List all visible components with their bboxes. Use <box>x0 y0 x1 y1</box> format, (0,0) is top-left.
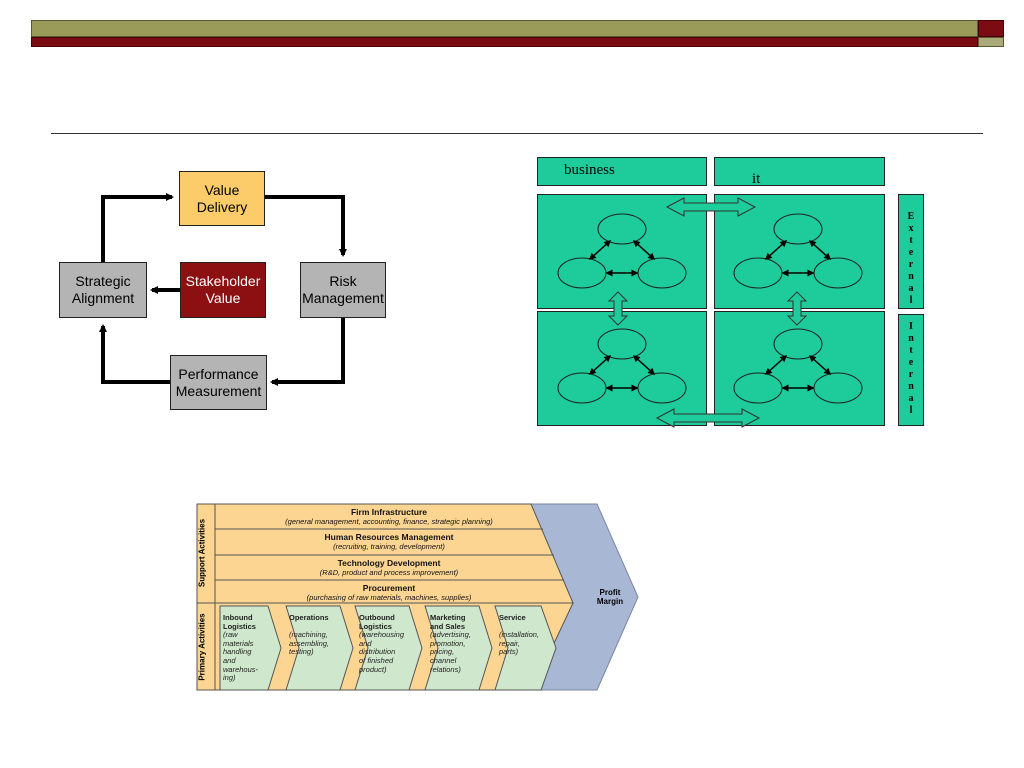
primary-title: Marketing and Sales <box>430 613 466 631</box>
arrow-performance-to-alignment <box>99 324 170 384</box>
risk-management-box: Risk Management <box>300 262 386 318</box>
it-header: it <box>714 157 885 187</box>
side-label-letter: l <box>909 405 913 416</box>
support-row-firm-infrastructure: Firm Infrastructure (general management,… <box>224 507 554 527</box>
primary-sub: (warehousing and distribution of finishe… <box>359 630 405 674</box>
primary-sub: (raw materials handling and warehous- in… <box>223 630 259 683</box>
header-band-red <box>31 37 978 47</box>
support-row-sub: (recruiting, training, development) <box>333 542 445 551</box>
chevron-marketing <box>424 605 493 691</box>
primary-outbound-logistics: Outbound Logistics (warehousing and dist… <box>359 613 419 674</box>
support-row-sub: (general management, accounting, finance… <box>285 517 493 526</box>
side-label-letter: n <box>908 271 914 282</box>
header-square-olive <box>978 37 1004 47</box>
title-rule <box>51 133 983 134</box>
side-label-letter: x <box>908 223 914 234</box>
side-label-letter: e <box>908 357 914 368</box>
side-label-letter: l <box>909 295 913 306</box>
business-label: business <box>564 162 615 178</box>
chevron-outbound <box>354 605 423 691</box>
primary-marketing-sales: Marketing and Sales (advertising, promot… <box>430 613 490 674</box>
primary-sub: (advertising, promotion, pricing, channe… <box>430 630 471 674</box>
side-label-letter: r <box>908 259 914 270</box>
support-row-title: Firm Infrastructure <box>350 507 428 517</box>
primary-title: Outbound Logistics <box>359 613 395 631</box>
value-chain-shapes <box>196 503 639 691</box>
value-delivery-box: Value Delivery <box>179 171 265 226</box>
profit-margin-label: Profit Margin <box>596 588 624 606</box>
quadrant-it-internal <box>714 311 885 426</box>
side-label-letter: t <box>909 235 913 246</box>
support-row-hr: Human Resources Management (recruiting, … <box>224 532 554 552</box>
primary-sub: (machining, assembling, testing) <box>289 630 330 657</box>
primary-activities-label: Primary Activities <box>197 613 207 681</box>
chevron-operations <box>285 605 354 691</box>
stakeholder-value-box: Stakeholder Value <box>180 262 266 318</box>
side-label-letter: r <box>908 369 914 380</box>
side-label-letter: n <box>908 333 914 344</box>
quadrant-business-external <box>537 194 707 309</box>
chevron-inbound <box>219 605 282 691</box>
primary-service: Service (installation, repair, parts) <box>499 613 555 657</box>
performance-measurement-box: Performance Measurement <box>170 355 267 410</box>
support-row-title: Technology Development <box>337 558 441 568</box>
business-header: business <box>537 157 707 186</box>
primary-title: Inbound Logistics <box>223 613 256 631</box>
primary-sub: (installation, repair, parts) <box>499 630 540 657</box>
arrow-alignment-to-delivery <box>101 193 174 262</box>
arrow-risk-to-performance <box>270 318 345 386</box>
value-chain: Support Activities Primary Activities Fi… <box>194 500 640 692</box>
side-label-letter: n <box>908 381 914 392</box>
chevron-service <box>494 605 557 691</box>
primary-operations: Operations (machining, assembling, testi… <box>289 613 349 657</box>
support-row-sub: (purchasing of raw materials, machines, … <box>306 593 472 602</box>
it-label: it <box>752 171 761 187</box>
strategic-alignment-box: Strategic Alignment <box>59 262 147 318</box>
header-square-red <box>978 20 1004 37</box>
side-label-letter: E <box>907 211 915 222</box>
arrow-delivery-to-risk <box>265 195 347 257</box>
primary-title: Operations <box>289 613 329 622</box>
quadrant-it-external <box>714 194 885 309</box>
side-label-letter: t <box>909 345 913 356</box>
support-row-procurement: Procurement (purchasing of raw materials… <box>224 583 554 603</box>
side-label-letter: I <box>909 321 913 332</box>
primary-inbound-logistics: Inbound Logistics (raw materials handlin… <box>223 613 281 683</box>
support-row-technology: Technology Development (R&D, product and… <box>224 558 554 578</box>
support-activities-label: Support Activities <box>197 518 207 588</box>
quadrant-business-internal <box>537 311 707 426</box>
support-row-title: Procurement <box>362 583 416 593</box>
support-row-sub: (R&D, product and process improvement) <box>319 568 459 577</box>
side-label-letter: a <box>908 283 914 294</box>
support-row-title: Human Resources Management <box>324 532 454 542</box>
side-label-letter: a <box>908 393 914 404</box>
side-label-letter: e <box>908 247 914 258</box>
primary-title: Service <box>499 613 526 622</box>
header-band-olive <box>31 20 978 37</box>
